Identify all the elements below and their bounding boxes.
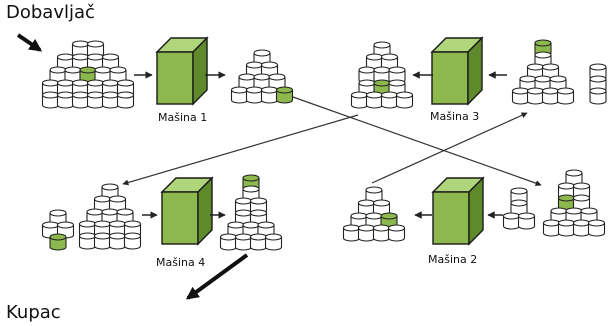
machine-1-output-pile (230, 49, 294, 104)
part-cylinder-icon (101, 91, 120, 109)
transfer-arrow-m1-to-m2 (292, 96, 542, 187)
part-cylinder-icon (517, 212, 536, 230)
part-cylinder-icon (78, 232, 97, 250)
part-cylinder-icon (56, 91, 75, 109)
part-cylinder-icon (93, 232, 112, 250)
part-cylinder-icon (41, 91, 60, 109)
part-cylinder-icon (86, 91, 105, 109)
part-cylinder-icon (123, 232, 142, 250)
transfer-arrow-m2-to-m3 (371, 112, 528, 184)
part-cylinder-icon (589, 87, 607, 105)
part-cylinder-icon (264, 233, 283, 251)
part-cylinder-icon (395, 91, 414, 109)
part-cylinder-icon (365, 91, 384, 109)
part-cylinder-icon (49, 233, 67, 251)
input-arrow-icon (16, 33, 43, 52)
supplier-parts-pile (41, 40, 135, 109)
part-cylinder-icon (245, 86, 264, 104)
machine-1-box-icon (155, 36, 209, 106)
machine-3-input-pile (350, 41, 414, 109)
output-arrow-icon (185, 253, 249, 300)
part-cylinder-icon (219, 233, 238, 251)
customer-label: Kupac (6, 302, 61, 323)
part-cylinder-icon (387, 224, 406, 242)
machine-2-output-pile (342, 186, 406, 242)
part-cylinder-icon (526, 87, 545, 105)
machine-2-label: Mašina 2 (428, 253, 478, 266)
machine-2-input-pile (502, 169, 606, 237)
machine-3-label: Mašina 3 (430, 110, 480, 123)
part-cylinder-icon (116, 91, 135, 109)
part-cylinder-icon (260, 86, 279, 104)
supplier-label: Dobavljač (6, 2, 95, 23)
part-cylinder-icon (587, 219, 606, 237)
part-cylinder-icon (511, 87, 530, 105)
part-cylinder-icon (380, 91, 399, 109)
machine-3-box-icon (430, 36, 484, 106)
part-cylinder-icon (230, 86, 249, 104)
part-cylinder-icon (357, 224, 376, 242)
part-cylinder-icon (108, 232, 127, 250)
machine-2-box-icon (431, 176, 485, 246)
part-cylinder-icon (572, 219, 591, 237)
part-cylinder-icon (234, 233, 253, 251)
part-cylinder-icon (556, 87, 575, 105)
part-cylinder-icon (342, 224, 361, 242)
machine-4-label: Mašina 4 (156, 256, 206, 269)
machine-4-box-icon (160, 176, 214, 246)
machine-1-label: Mašina 1 (158, 111, 208, 124)
part-cylinder-icon (542, 219, 561, 237)
machine-4-input-pile (41, 183, 142, 251)
machine-3-output-pile (511, 39, 607, 105)
part-cylinder-icon (502, 212, 521, 230)
part-cylinder-icon (350, 91, 369, 109)
part-cylinder-icon (557, 219, 576, 237)
part-cylinder-icon (541, 87, 560, 105)
machine-4-output-pile (219, 174, 283, 251)
part-cylinder-icon (372, 224, 391, 242)
part-cylinder-icon (71, 91, 90, 109)
part-cylinder-icon (249, 233, 268, 251)
part-cylinder-icon (275, 86, 294, 104)
transfer-arrow-m3-to-m4 (122, 114, 359, 186)
